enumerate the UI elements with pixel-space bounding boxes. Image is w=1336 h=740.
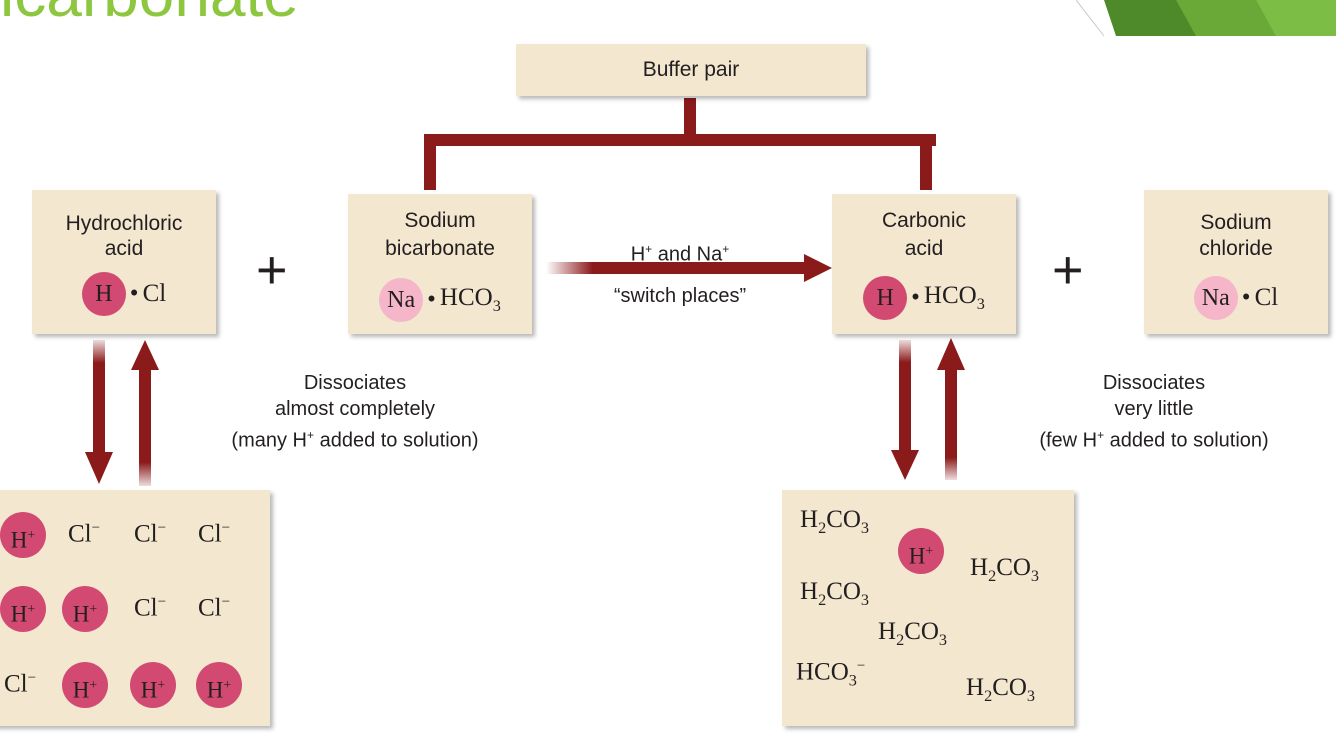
h2co3-molecule: H2CO3: [966, 674, 1036, 705]
h2co3-molecule: H2CO3: [800, 506, 870, 537]
cl-ion: Cl−: [68, 520, 101, 548]
switch-line2: “switch places”: [613, 285, 747, 307]
right-caption-line1: Dissociates: [1102, 372, 1206, 394]
h2co3-label-line2: acid: [904, 237, 944, 260]
hcl-label-line1: Hydrochloric: [65, 212, 183, 235]
cl-part: Cl: [1254, 284, 1279, 311]
cl-ion: Cl−: [134, 520, 167, 548]
h-ion: H+: [196, 662, 242, 708]
hco3-ion: HCO3−: [796, 658, 866, 690]
h-ion: H+: [62, 662, 108, 708]
cl-part: Cl: [142, 280, 167, 307]
nacl-label-line2: chloride: [1199, 237, 1273, 260]
h2co3-formula: H•HCO3: [832, 276, 1016, 320]
hco3-part: HCO3: [923, 282, 985, 313]
h-ion: H+: [0, 512, 46, 558]
right-caption: Dissociates very little (few H+ added to…: [1004, 370, 1304, 454]
right-caption-line2: very little: [1114, 398, 1194, 420]
hco3-part: HCO3: [439, 284, 501, 315]
buffer-pair-bracket: [424, 98, 936, 190]
switch-line1: H+ and Na+: [630, 242, 730, 266]
switch-arrow: [546, 254, 832, 282]
h-ion-circle: H: [863, 276, 908, 320]
cl-ion: Cl−: [4, 670, 37, 698]
bond-dot: •: [427, 286, 436, 313]
na-ion-circle: Na: [1193, 276, 1238, 320]
left-caption-line1: Dissociates: [303, 372, 407, 394]
left-dissociation-arrows: [85, 340, 159, 486]
plus-sign-right: +: [1052, 240, 1084, 300]
left-caption-line2: almost completely: [274, 398, 436, 420]
hydrochloric-acid-box: Hydrochloric acid H•Cl: [32, 190, 216, 334]
left-caption: Dissociates almost completely (many H+ a…: [200, 370, 510, 454]
right-caption-line3: (few H+ added to solution): [1039, 428, 1269, 452]
buffer-pair-label: Buffer pair: [642, 58, 740, 81]
bond-dot: •: [129, 280, 139, 307]
h-ion: H+: [0, 586, 46, 632]
cl-ion: Cl−: [134, 594, 167, 622]
nahco3-formula: Na•HCO3: [348, 278, 532, 322]
h-ion-circle: H: [81, 272, 126, 316]
nacl-label-line1: Sodium: [1200, 211, 1272, 234]
nacl-formula: Na•Cl: [1144, 276, 1328, 320]
h-ion: H+: [62, 586, 108, 632]
cl-ion: Cl−: [198, 594, 231, 622]
hcl-solution-box: H+ Cl− Cl− Cl− H+ H+ Cl− Cl− Cl− H+ H+ H…: [0, 490, 270, 726]
slide-title: icarbonate: [0, 0, 299, 26]
right-dissociation-arrows: [891, 338, 965, 480]
nahco3-label-line2: bicarbonate: [385, 237, 495, 260]
h2co3-label-line1: Carbonic: [881, 209, 967, 232]
corner-decoration: [1076, 0, 1336, 37]
hcl-label-line2: acid: [104, 237, 144, 260]
sodium-chloride-box: Sodium chloride Na•Cl: [1144, 190, 1328, 334]
h-ion: H+: [130, 662, 176, 708]
buffer-pair-box: Buffer pair: [516, 44, 866, 96]
h-ion: H+: [898, 528, 944, 574]
carbonic-acid-box: Carbonic acid H•HCO3: [832, 194, 1016, 334]
nahco3-label-line1: Sodium: [404, 209, 476, 232]
bond-dot: •: [911, 284, 920, 311]
h2co3-molecule: H2CO3: [970, 554, 1040, 585]
h2co3-solution-box: H2CO3 H+ H2CO3 H2CO3 H2CO3 HCO3− H2CO3: [782, 490, 1074, 726]
left-caption-line3: (many H+ added to solution): [231, 428, 479, 452]
plus-sign-left: +: [256, 240, 288, 300]
sodium-bicarbonate-box: Sodium bicarbonate Na•HCO3: [348, 194, 532, 334]
h2co3-molecule: H2CO3: [800, 578, 870, 609]
h2co3-molecule: H2CO3: [878, 618, 948, 649]
bond-dot: •: [1241, 284, 1251, 311]
na-ion-circle: Na: [379, 278, 424, 322]
cl-ion: Cl−: [198, 520, 231, 548]
hcl-formula: H•Cl: [32, 272, 216, 316]
